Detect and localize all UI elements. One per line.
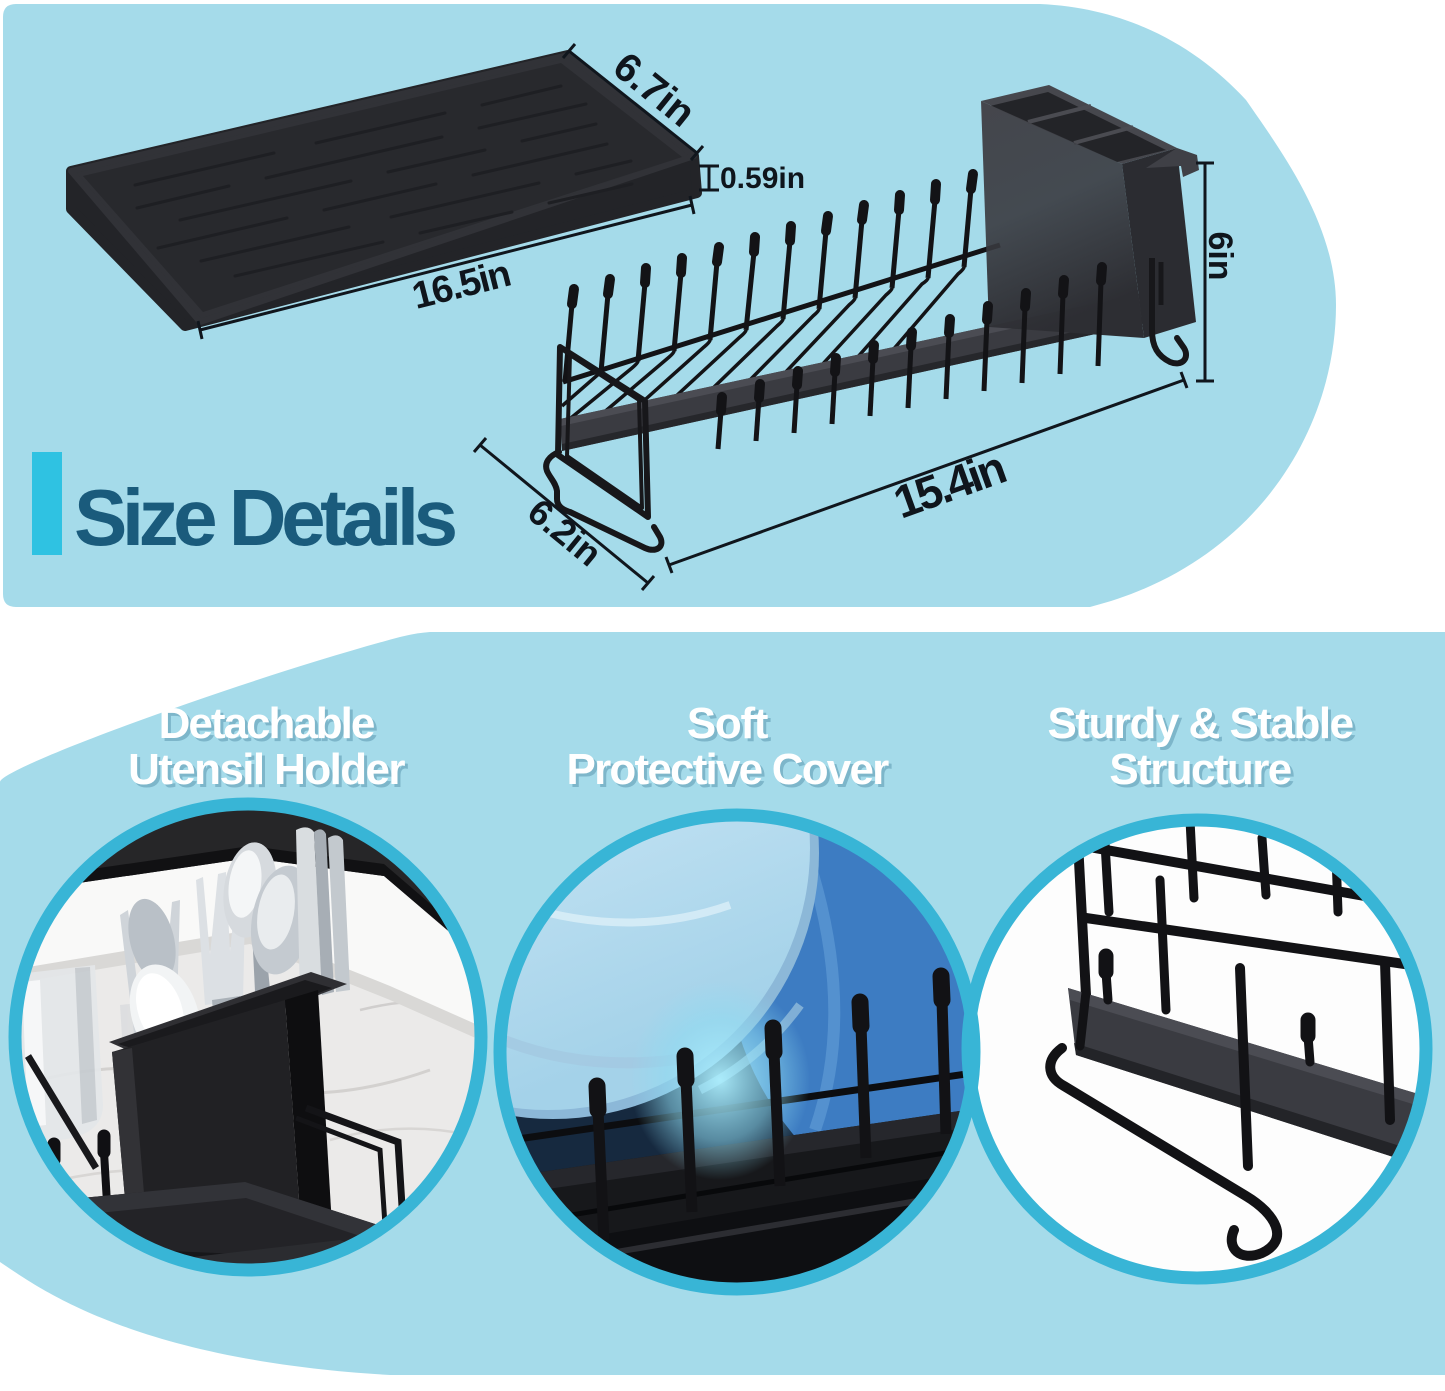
svg-text:Utensil Holder: Utensil Holder: [128, 745, 405, 794]
svg-text:0.59in: 0.59in: [720, 162, 805, 195]
svg-text:Soft: Soft: [687, 699, 769, 748]
svg-text:6in: 6in: [1201, 231, 1239, 280]
svg-text:Sturdy & Stable: Sturdy & Stable: [1050, 702, 1355, 751]
svg-text:Sturdy & Stable: Sturdy & Stable: [1047, 699, 1352, 748]
svg-text:Size Details: Size Details: [74, 473, 456, 562]
svg-text:Detachable: Detachable: [162, 702, 377, 751]
svg-text:Structure: Structure: [1109, 745, 1290, 794]
svg-text:Utensil Holder: Utensil Holder: [131, 748, 408, 797]
svg-text:Structure: Structure: [1112, 748, 1293, 797]
svg-text:Detachable: Detachable: [159, 699, 374, 748]
svg-text:Protective Cover: Protective Cover: [567, 745, 890, 794]
svg-text:Protective Cover: Protective Cover: [570, 748, 893, 797]
svg-text:Soft: Soft: [690, 702, 772, 751]
